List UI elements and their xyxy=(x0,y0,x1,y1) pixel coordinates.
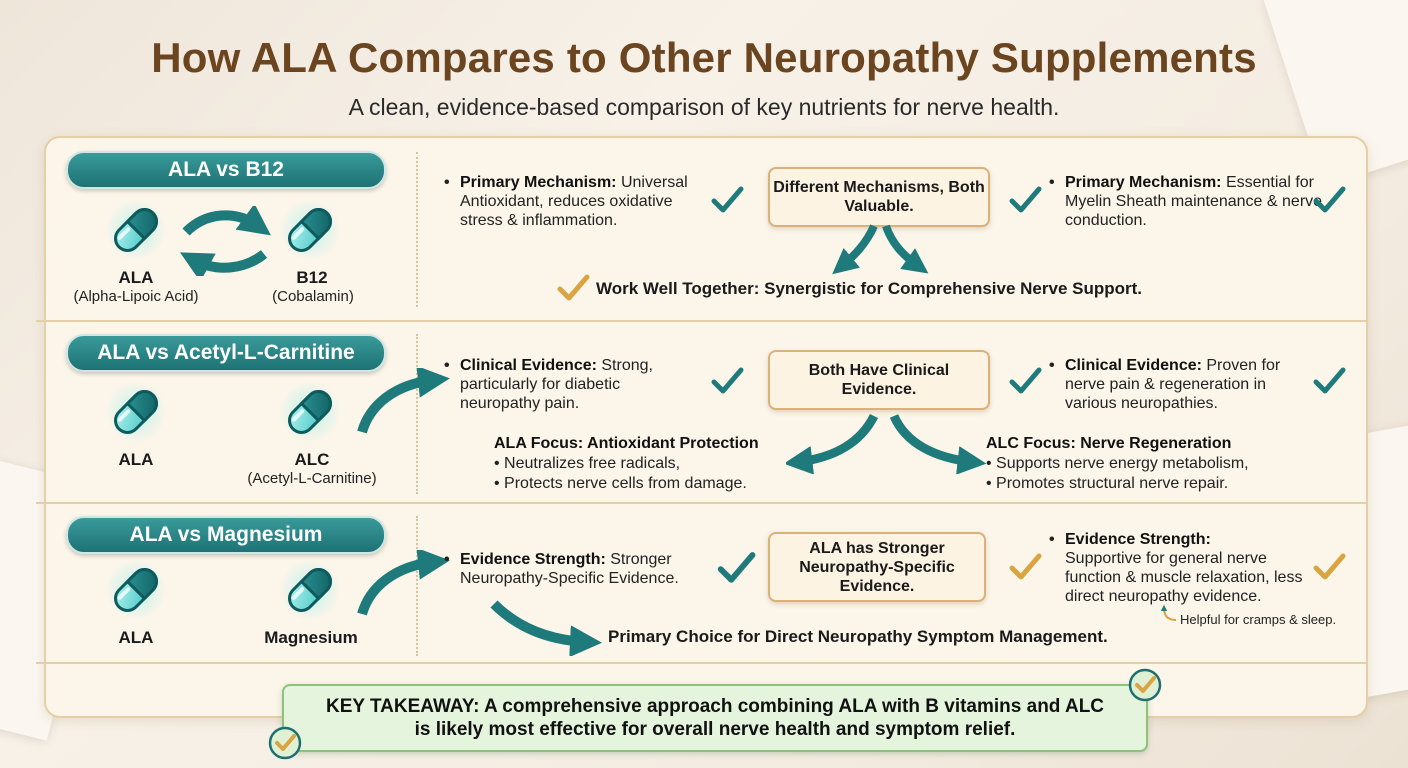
alc-focus-item: • Promotes structural nerve repair. xyxy=(986,475,1229,492)
ala-capsule-icon xyxy=(104,198,168,262)
check-icon xyxy=(710,183,744,217)
row-header-ala-vs-magnesium: ALA vs Magnesium xyxy=(66,516,386,554)
check-icon xyxy=(1312,183,1346,217)
exchange-arrows-icon xyxy=(179,206,271,276)
ala-focus-item: • Protects nerve cells from damage. xyxy=(494,475,747,492)
ala-clinical-point: •Clinical Evidence: Strong, particularly… xyxy=(444,357,653,412)
magnesium-evidence-point: •Evidence Strength:Supportive for genera… xyxy=(1049,531,1303,605)
ala-label: ALA xyxy=(118,450,154,469)
column-divider xyxy=(416,152,418,307)
row-divider xyxy=(36,320,1366,322)
magnesium-label: Magnesium xyxy=(264,628,358,647)
ala-focus-item: • Neutralizes free radicals, xyxy=(494,455,681,472)
ala-mechanism-point: •Primary Mechanism: Universal Antioxidan… xyxy=(444,174,688,229)
magnesium-note: Helpful for cramps & sleep. xyxy=(1180,612,1337,627)
check-icon xyxy=(1008,364,1042,398)
b12-mechanism-point: •Primary Mechanism: Essential for Myelin… xyxy=(1049,174,1323,229)
ala-evidence-point: •Evidence Strength: Stronger Neuropathy-… xyxy=(444,551,679,587)
ala-capsule-icon xyxy=(104,558,168,622)
gold-check-icon xyxy=(1312,550,1346,584)
column-divider xyxy=(416,516,418,656)
ala-focus-title: ALA Focus: Antioxidant Protection xyxy=(494,435,759,452)
ala-label: ALA xyxy=(118,268,154,287)
b12-label: B12 xyxy=(296,268,328,287)
curved-arrow-icon xyxy=(357,368,450,434)
split-arrows-icon xyxy=(786,413,986,474)
row-divider xyxy=(36,662,1366,664)
page-subtitle: A clean, evidence-based comparison of ke… xyxy=(348,94,1060,120)
alc-clinical-point: •Clinical Evidence: Proven for nerve pai… xyxy=(1049,357,1281,412)
alc-capsule-icon xyxy=(278,380,342,444)
ala-sublabel: (Alpha-Lipoic Acid) xyxy=(73,288,199,305)
small-curved-arrow-icon xyxy=(1160,604,1177,621)
alc-sublabel: (Acetyl-L-Carnitine) xyxy=(247,470,377,487)
ala-label: ALA xyxy=(118,628,154,647)
check-icon xyxy=(1008,183,1042,217)
split-arrows-icon xyxy=(832,224,929,275)
page-title: How ALA Compares to Other Neuropathy Sup… xyxy=(151,34,1257,81)
key-takeaway-box: KEY TAKEAWAY: A comprehensive approach c… xyxy=(282,684,1148,752)
primary-choice-conclusion: Primary Choice for Direct Neuropathy Sym… xyxy=(608,627,1108,646)
center-verdict-box: Different Mechanisms, Both Valuable. xyxy=(768,167,990,227)
ala-capsule-icon xyxy=(104,380,168,444)
check-badge-icon xyxy=(268,726,302,760)
alc-focus-block: ALC Focus: Nerve Regeneration • Supports… xyxy=(986,434,1306,494)
row-header-ala-vs-alc: ALA vs Acetyl-L-Carnitine xyxy=(66,334,386,372)
check-icon xyxy=(1312,364,1346,398)
b12-capsule-icon xyxy=(278,198,342,262)
takeaway-line-2: is likely most effective for overall ner… xyxy=(414,719,1016,740)
ala-focus-block: ALA Focus: Antioxidant Protection • Neut… xyxy=(494,434,794,494)
row-header-ala-vs-b12: ALA vs B12 xyxy=(66,151,386,189)
b12-sublabel: (Cobalamin) xyxy=(272,288,354,305)
alc-focus-item: • Supports nerve energy metabolism, xyxy=(986,455,1249,472)
curved-arrow-icon xyxy=(357,550,450,616)
check-icon xyxy=(710,364,744,398)
check-badge-icon xyxy=(1128,668,1162,702)
magnesium-capsule-icon xyxy=(278,558,342,622)
alc-label: ALC xyxy=(294,450,330,469)
row-divider xyxy=(36,502,1366,504)
gold-check-icon xyxy=(1008,550,1042,584)
center-verdict-box: ALA has Stronger Neuropathy-Specific Evi… xyxy=(768,532,986,602)
check-icon xyxy=(716,548,756,588)
center-verdict-box: Both Have Clinical Evidence. xyxy=(768,350,990,410)
takeaway-line-1: KEY TAKEAWAY: A comprehensive approach c… xyxy=(325,696,1105,717)
long-arrow-icon xyxy=(490,600,602,656)
synergy-conclusion: Work Well Together: Synergistic for Comp… xyxy=(596,279,1143,298)
column-divider xyxy=(416,334,418,494)
gold-check-icon xyxy=(556,271,590,305)
alc-focus-title: ALC Focus: Nerve Regeneration xyxy=(986,435,1232,452)
